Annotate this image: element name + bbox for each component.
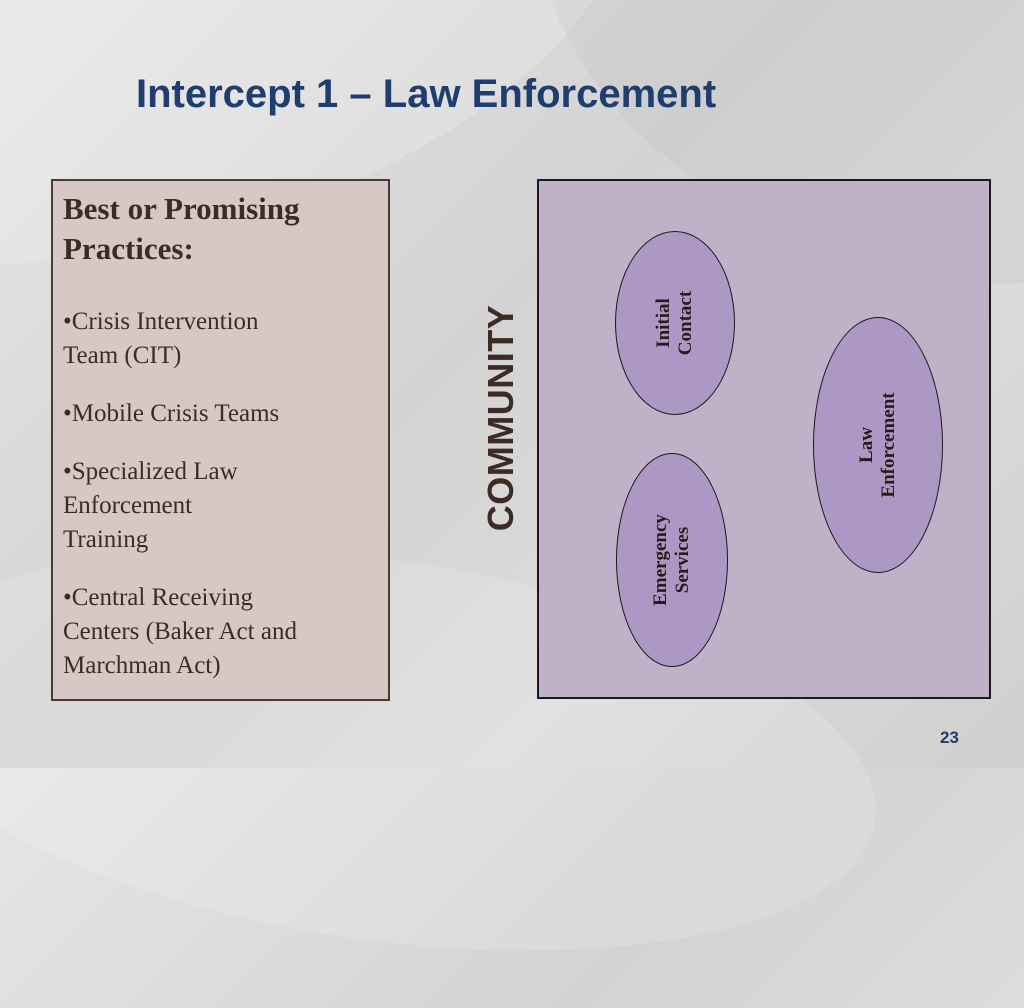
practice-item-central-receiving: •Central Receiving Centers (Baker Act an…	[63, 584, 297, 679]
law-enforcement-label: Law Enforcement	[856, 392, 899, 498]
community-label-text: COMMUNITY	[480, 304, 521, 532]
practice-item-cit: •Crisis Intervention Team (CIT)	[63, 308, 259, 369]
slide-title: Intercept 1 – Law Enforcement	[136, 72, 717, 116]
practices-heading: Best or Promising Practices:	[63, 191, 300, 266]
emergency-services-label: Emergency Services	[650, 514, 693, 606]
practices-box: Best or Promising Practices: •Crisis Int…	[51, 179, 390, 701]
emergency-services-oval: Emergency Services	[616, 453, 728, 667]
community-label: COMMUNITY	[480, 298, 521, 538]
page-number: 23	[940, 728, 959, 747]
practice-item-mobile-crisis: •Mobile Crisis Teams	[63, 400, 280, 427]
initial-contact-label: Initial Contact	[653, 290, 696, 356]
practice-item-specialized-training: •Specialized Law Enforcement Training	[63, 458, 238, 553]
initial-contact-oval: Initial Contact	[615, 231, 735, 415]
intercept-diagram: Initial Contact Emergency Services Law E…	[537, 179, 991, 699]
law-enforcement-oval: Law Enforcement	[813, 317, 943, 573]
